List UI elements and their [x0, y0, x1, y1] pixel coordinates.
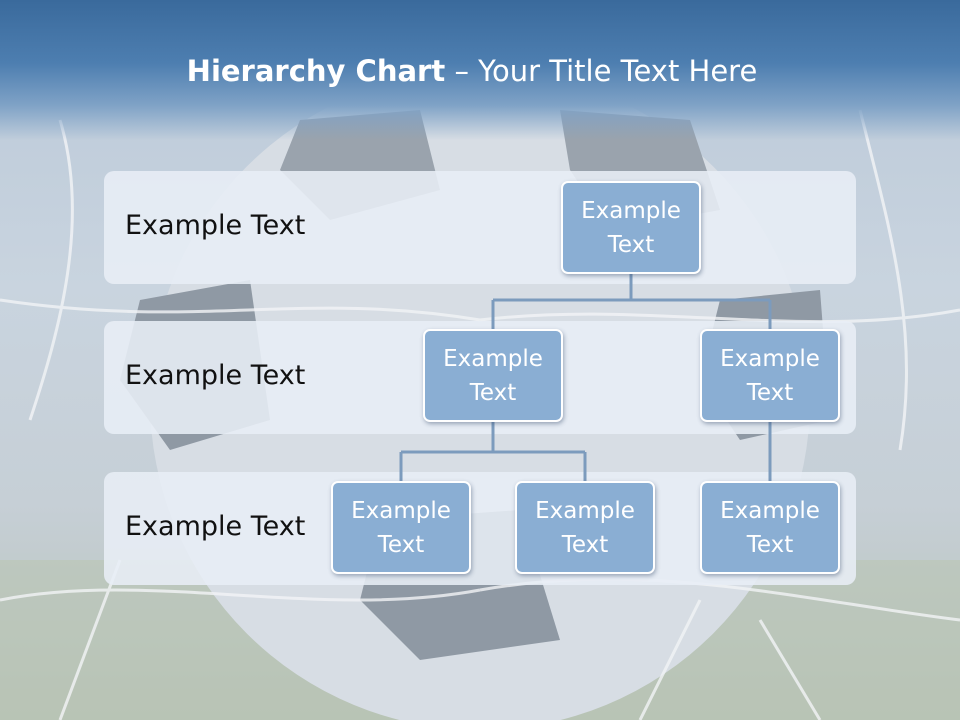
node-level3-c-text: Example Text: [720, 497, 820, 558]
node-root[interactable]: Example Text: [561, 181, 701, 274]
node-level3-b[interactable]: Example Text: [515, 481, 655, 574]
slide-title: Hierarchy Chart – Your Title Text Here: [0, 54, 944, 88]
node-level2-right-text: Example Text: [720, 345, 820, 406]
node-level2-right[interactable]: Example Text: [700, 329, 840, 422]
connector-root-children: [491, 274, 772, 330]
level-label-2: Example Text: [125, 360, 306, 391]
level-label-3: Example Text: [125, 511, 306, 542]
title-bar: [0, 0, 960, 140]
node-root-text: Example Text: [581, 197, 681, 258]
level-label-1: Example Text: [125, 210, 306, 241]
node-level3-a-text: Example Text: [351, 497, 451, 558]
title-bold: Hierarchy Chart: [186, 54, 446, 88]
node-level2-left-text: Example Text: [443, 345, 543, 406]
connector-left-children: [399, 422, 587, 482]
node-level3-a[interactable]: Example Text: [331, 481, 471, 574]
title-rest: – Your Title Text Here: [445, 54, 758, 88]
node-level3-b-text: Example Text: [535, 497, 635, 558]
node-level2-left[interactable]: Example Text: [423, 329, 563, 422]
level-band-1: [104, 171, 856, 284]
node-level3-c[interactable]: Example Text: [700, 481, 840, 574]
